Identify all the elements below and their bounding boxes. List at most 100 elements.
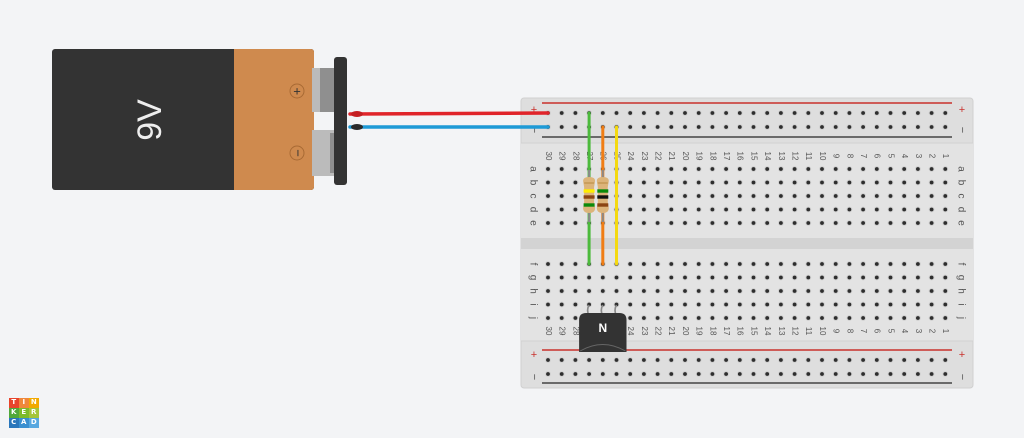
resistor-band <box>597 189 609 193</box>
column-label: 3 <box>914 329 923 334</box>
breadboard-hole-center <box>669 289 674 293</box>
rail-hole-center <box>929 358 934 362</box>
wire-battery-positive[interactable] <box>348 111 550 117</box>
breadboard-hole-center <box>737 275 742 280</box>
breadboard-hole-center <box>737 262 742 266</box>
column-label: 12 <box>790 152 799 161</box>
breadboard-hole-center <box>847 316 852 320</box>
breadboard-hole-center <box>655 180 660 185</box>
logo-letter: N <box>29 398 39 408</box>
breadboard-hole-center <box>573 302 578 307</box>
rail-hole-center <box>724 372 728 376</box>
breadboard-hole-center <box>902 316 907 320</box>
rail-hole-center <box>587 372 591 376</box>
breadboard-hole-center <box>559 262 564 266</box>
breadboard-hole-center <box>559 167 564 171</box>
breadboard-hole-center <box>628 289 633 293</box>
rail-hole-center <box>683 125 687 129</box>
rail-hole-center <box>792 111 797 115</box>
rail-minus-top-left: − <box>528 127 540 133</box>
rail-hole-center <box>642 111 646 115</box>
breadboard-hole-center <box>628 275 633 280</box>
breadboard-hole-center <box>546 180 550 185</box>
rail-hole-center <box>573 372 578 376</box>
breadboard-hole-center <box>888 275 893 280</box>
resistor-band <box>583 195 595 199</box>
breadboard-hole-center <box>916 302 920 307</box>
breadboard-hole-center <box>642 194 646 198</box>
rail-hole-center <box>737 372 742 376</box>
breadboard-hole-center <box>642 316 646 320</box>
resistor-body <box>596 177 609 213</box>
breadboard-hole-center <box>916 180 920 185</box>
row-label: b <box>527 180 538 186</box>
row-label: b <box>955 180 966 186</box>
breadboard-hole-center <box>820 275 824 280</box>
breadboard-hole-center <box>655 316 660 320</box>
breadboard-hole-center <box>916 194 920 198</box>
rail-hole-center <box>888 372 893 376</box>
column-label: 28 <box>571 327 580 336</box>
column-label: 19 <box>695 327 704 336</box>
breadboard-hole-center <box>806 180 811 185</box>
rail-hole-center <box>929 372 934 376</box>
rail-hole-center <box>600 358 605 362</box>
battery-9v[interactable]: 9V + − <box>52 49 347 190</box>
breadboard-hole-center <box>874 289 879 293</box>
rail-hole-center <box>710 372 715 376</box>
breadboard-hole-center <box>833 180 838 185</box>
breadboard-hole-center <box>587 289 591 293</box>
row-label: i <box>527 303 538 305</box>
rail-hole-center <box>888 358 893 362</box>
rail-hole-center <box>628 358 633 362</box>
rail-hole-center <box>669 358 674 362</box>
breadboard-hole-center <box>546 275 550 280</box>
column-label: 22 <box>653 327 662 336</box>
breadboard-hole-center <box>710 302 715 307</box>
breadboard-hole-center <box>820 167 824 171</box>
rail-hole-center <box>902 358 907 362</box>
rail-hole-center <box>765 111 770 115</box>
column-label: 24 <box>626 152 635 161</box>
breadboard-hole-center <box>888 302 893 307</box>
resistor-2[interactable] <box>596 170 609 222</box>
wire-battery-negative[interactable] <box>348 124 550 130</box>
column-label: 8 <box>845 154 854 159</box>
breadboard-hole-center <box>628 302 633 307</box>
breadboard-hole-center <box>710 262 715 266</box>
rail-hole-center <box>669 372 674 376</box>
breadboard-hole-center <box>779 167 783 171</box>
breadboard[interactable]: + + − − + + − − 303029292828272726262525… <box>520 97 974 389</box>
breadboard-hole-center <box>737 194 742 198</box>
breadboard-hole-center <box>669 180 674 185</box>
rail-hole-center <box>833 372 838 376</box>
resistor-1[interactable] <box>583 170 596 222</box>
rail-hole-center <box>902 111 907 115</box>
breadboard-hole-center <box>779 194 783 198</box>
rail-hole-center <box>847 372 852 376</box>
breadboard-hole-center <box>573 207 578 212</box>
breadboard-hole-center <box>546 194 550 198</box>
row-label: e <box>527 220 538 226</box>
breadboard-hole-center <box>847 180 852 185</box>
breadboard-hole-center <box>792 316 797 320</box>
breadboard-hole-center <box>874 316 879 320</box>
breadboard-hole-center <box>792 302 797 307</box>
column-label: 21 <box>667 152 676 161</box>
rail-hole-center <box>614 111 619 115</box>
breadboard-hole-center <box>943 180 948 185</box>
rail-minus-bottom-right: − <box>956 374 968 380</box>
transistor-npn[interactable]: N <box>579 304 627 352</box>
breadboard-hole-center <box>847 167 852 171</box>
column-label: 24 <box>626 327 635 336</box>
logo-letter: T <box>9 398 19 408</box>
breadboard-hole-center <box>546 167 550 171</box>
rail-hole-center <box>847 125 852 129</box>
column-label: 2 <box>927 329 936 334</box>
rail-hole-center <box>916 111 920 115</box>
breadboard-hole-center <box>874 302 879 307</box>
breadboard-hole-center <box>573 262 578 266</box>
column-label: 10 <box>818 152 827 161</box>
